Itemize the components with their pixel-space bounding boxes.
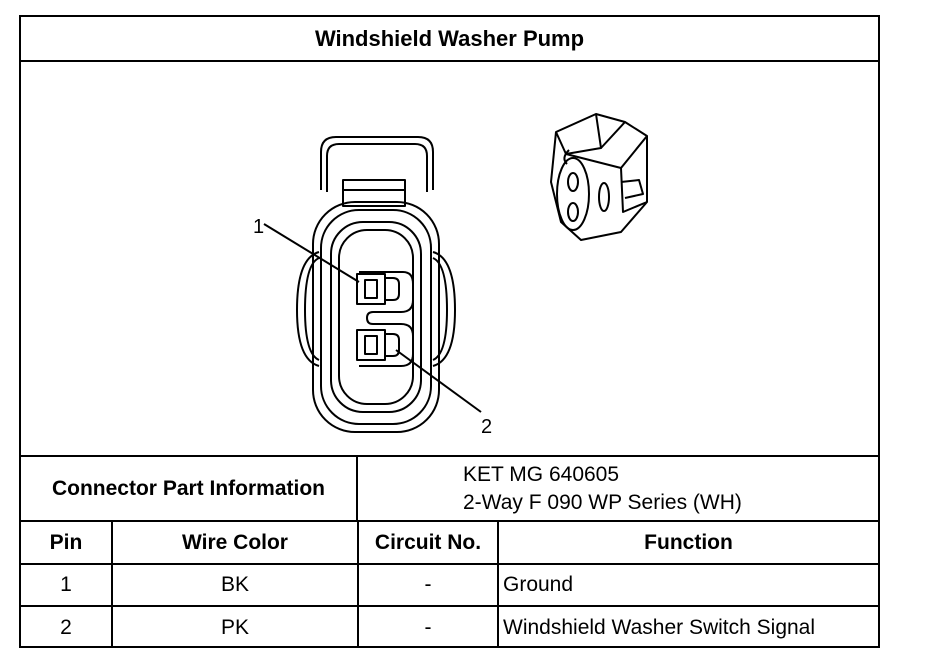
connector-housing-outline: [320, 136, 434, 190]
connector-part-number: KET MG 640605: [463, 462, 620, 486]
table-row: 1 BK - Ground: [21, 563, 878, 607]
cell-function: Ground: [497, 563, 878, 607]
cell-circuit: -: [357, 605, 499, 648]
pin-2-cavity: [356, 329, 400, 361]
pin-1-callout: 1: [253, 216, 264, 238]
connector-diagram-frame: Windshield Washer Pump: [19, 15, 880, 648]
connector-description: 2-Way F 090 WP Series (WH): [463, 490, 742, 514]
connector-part-information: Connector Part Information KET MG 640605…: [21, 455, 878, 522]
header-function: Function: [497, 522, 878, 565]
pin-1-cavity: [356, 273, 400, 305]
pin-table: Pin Wire Color Circuit No. Function 1 BK…: [21, 522, 878, 648]
pin-1-leader-line: [263, 223, 360, 283]
cell-wire-color: PK: [111, 605, 359, 648]
cell-pin: 2: [21, 605, 113, 648]
table-row: 2 PK - Windshield Washer Switch Signal: [21, 605, 878, 648]
cell-circuit: -: [357, 563, 499, 607]
header-pin: Pin: [21, 522, 113, 565]
connector-isometric-view: [550, 113, 648, 241]
cell-pin: 1: [21, 563, 113, 607]
connector-info-label: Connector Part Information: [21, 457, 358, 520]
connector-side-ear-right: [432, 251, 456, 367]
connector-side-ear-left: [296, 251, 320, 367]
cell-function: Windshield Washer Switch Signal: [497, 605, 878, 648]
connector-info-value: KET MG 640605 2-Way F 090 WP Series (WH): [358, 457, 878, 520]
pin-2-callout: 2: [481, 416, 492, 438]
pin-table-header-row: Pin Wire Color Circuit No. Function: [21, 522, 878, 565]
connector-face-view: 1 2: [253, 113, 648, 438]
cell-wire-color: BK: [111, 563, 359, 607]
diagram-title: Windshield Washer Pump: [21, 17, 878, 62]
header-wire-color: Wire Color: [111, 522, 359, 565]
connector-drawing: 1 2: [21, 62, 878, 455]
header-circuit-no: Circuit No.: [357, 522, 499, 565]
pin-2-leader-line: [395, 349, 482, 413]
